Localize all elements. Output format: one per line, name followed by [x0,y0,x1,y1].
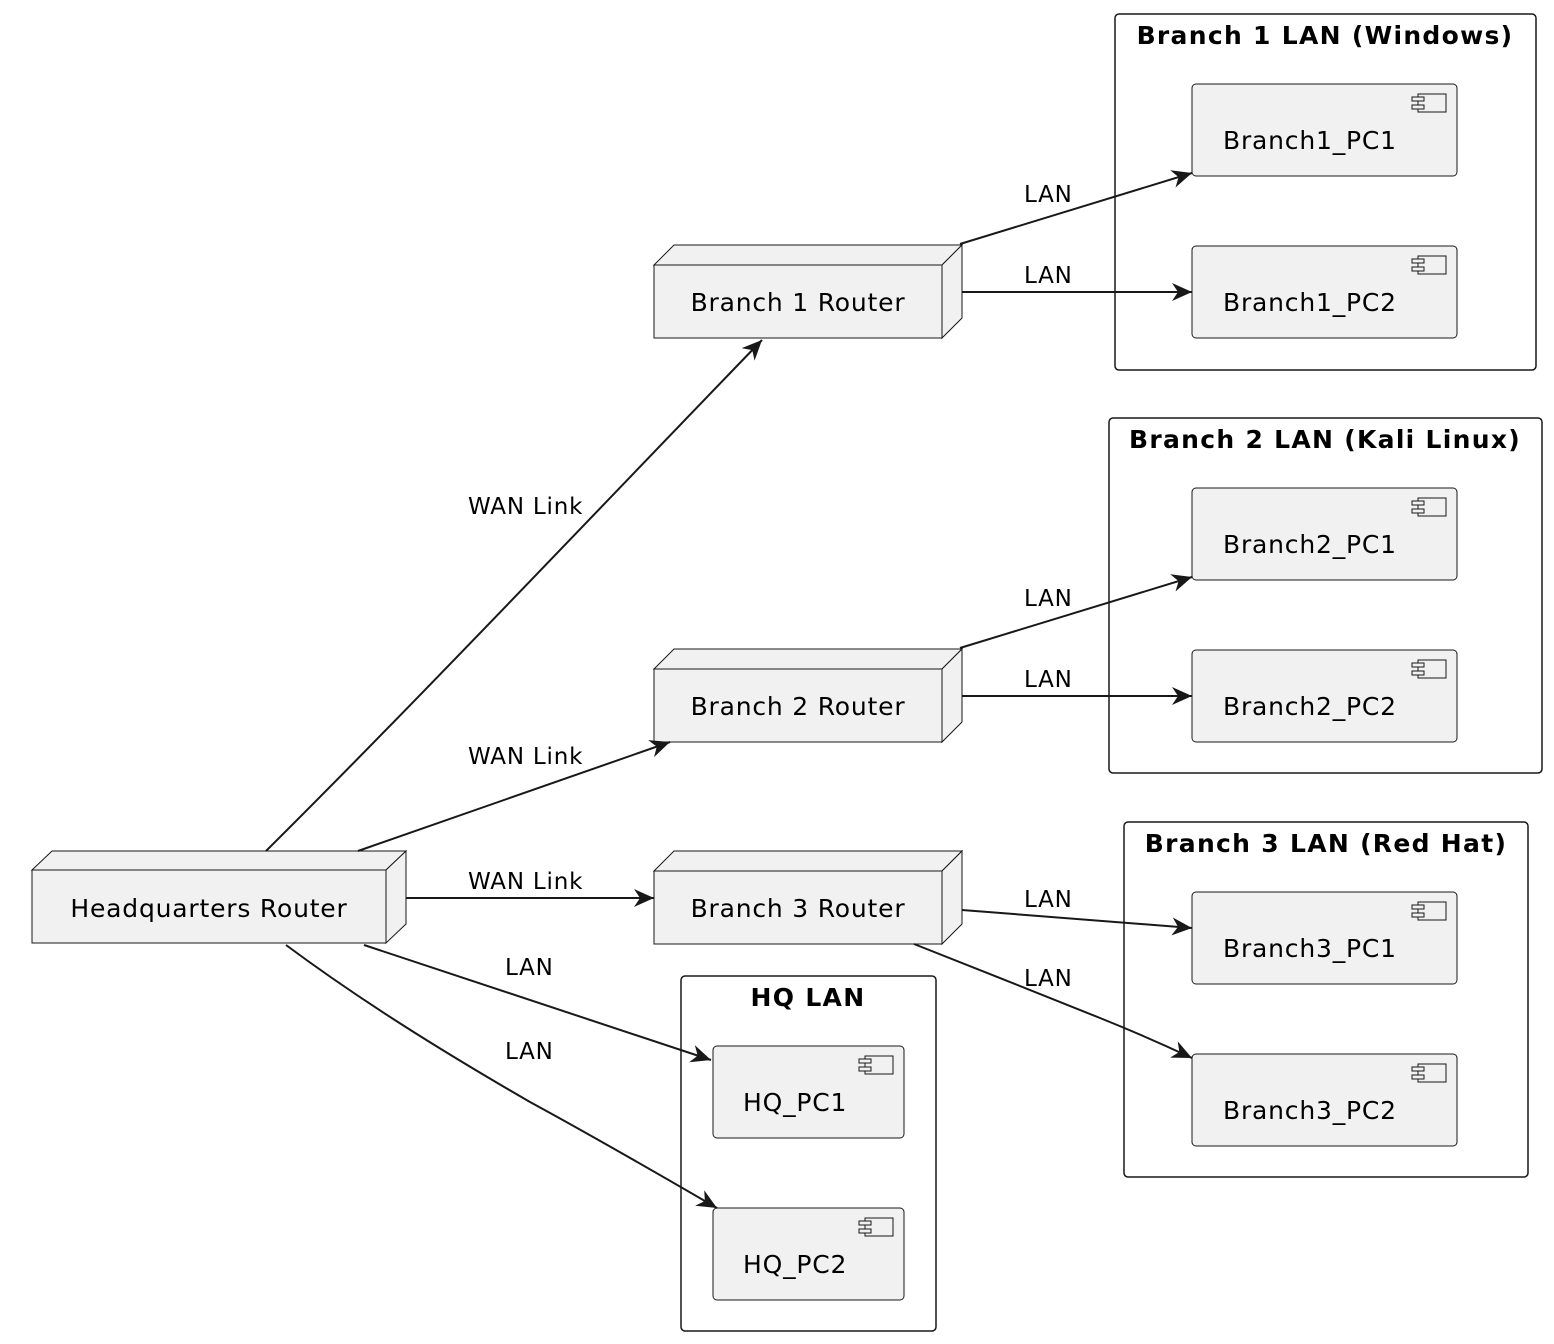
edge-hq-to-branch1-router: WAN Link [265,339,763,852]
edge-branch3-router-to-pc2: LAN [913,943,1193,1059]
component-branch3-pc2: Branch3_PC2 [1191,1053,1458,1147]
component-label: Branch2_PC2 [1223,692,1397,721]
node-branch1-router: Branch 1 Router [652,243,964,340]
edge-label: LAN [1024,966,1073,992]
edge-label: LAN [1024,586,1073,612]
component-icon [1411,93,1447,113]
edge-hq-to-branch3-router: WAN Link [406,869,654,907]
edge-hq-to-branch2-router: WAN Link [357,740,671,852]
component-icon [1411,255,1447,275]
component-label: Branch1_PC1 [1223,126,1397,155]
edge-label: WAN Link [468,494,583,520]
edge-branch1-router-to-pc1: LAN [959,170,1193,245]
edge-label: LAN [1024,263,1073,289]
component-label: Branch1_PC2 [1223,288,1397,317]
component-label: Branch2_PC1 [1223,530,1397,559]
component-label: HQ_PC2 [743,1250,847,1279]
package-title: Branch 2 LAN (Kali Linux) [1129,425,1521,454]
component-icon [1411,901,1447,921]
component-branch2-pc2: Branch2_PC2 [1191,649,1458,743]
edge-branch2-router-to-pc1: LAN [959,574,1193,649]
router-label: Branch 1 Router [691,288,906,317]
edge-label: LAN [505,955,554,981]
component-icon [858,1217,894,1237]
component-hq-pc1: HQ_PC1 [712,1045,905,1139]
component-branch1-pc1: Branch1_PC1 [1191,83,1458,177]
edge-label: LAN [1024,182,1073,208]
edge-hq-to-hq-pc1: LAN [363,944,712,1063]
edge-label: LAN [1024,667,1073,693]
component-label: HQ_PC1 [743,1088,847,1117]
router-label: Headquarters Router [70,894,347,923]
package-title: Branch 1 LAN (Windows) [1137,21,1514,50]
component-label: Branch3_PC1 [1223,934,1397,963]
node-headquarters-router: Headquarters Router [30,849,408,945]
component-icon [1411,659,1447,679]
component-label: Branch3_PC2 [1223,1096,1397,1125]
router-label: Branch 2 Router [691,692,906,721]
component-hq-pc2: HQ_PC2 [712,1207,905,1301]
edge-branch3-router-to-pc1: LAN [961,887,1193,936]
edge-branch2-router-to-pc2: LAN [962,667,1192,705]
edge-label: WAN Link [468,744,583,770]
component-icon [1411,1063,1447,1083]
component-branch3-pc1: Branch3_PC1 [1191,891,1458,985]
package-title: Branch 3 LAN (Red Hat) [1145,829,1507,858]
edge-label: LAN [505,1039,554,1065]
router-label: Branch 3 Router [691,894,906,923]
edge-branch1-router-to-pc2: LAN [962,263,1192,301]
component-icon [1411,497,1447,517]
edge-label: WAN Link [468,869,583,895]
component-branch2-pc1: Branch2_PC1 [1191,487,1458,581]
edge-label: LAN [1024,887,1073,913]
edge-hq-to-hq-pc2: LAN [285,944,718,1209]
package-title: HQ LAN [751,983,866,1012]
node-branch2-router: Branch 2 Router [652,647,964,744]
component-icon [858,1055,894,1075]
node-branch3-router: Branch 3 Router [652,849,964,946]
component-branch1-pc2: Branch1_PC2 [1191,245,1458,339]
